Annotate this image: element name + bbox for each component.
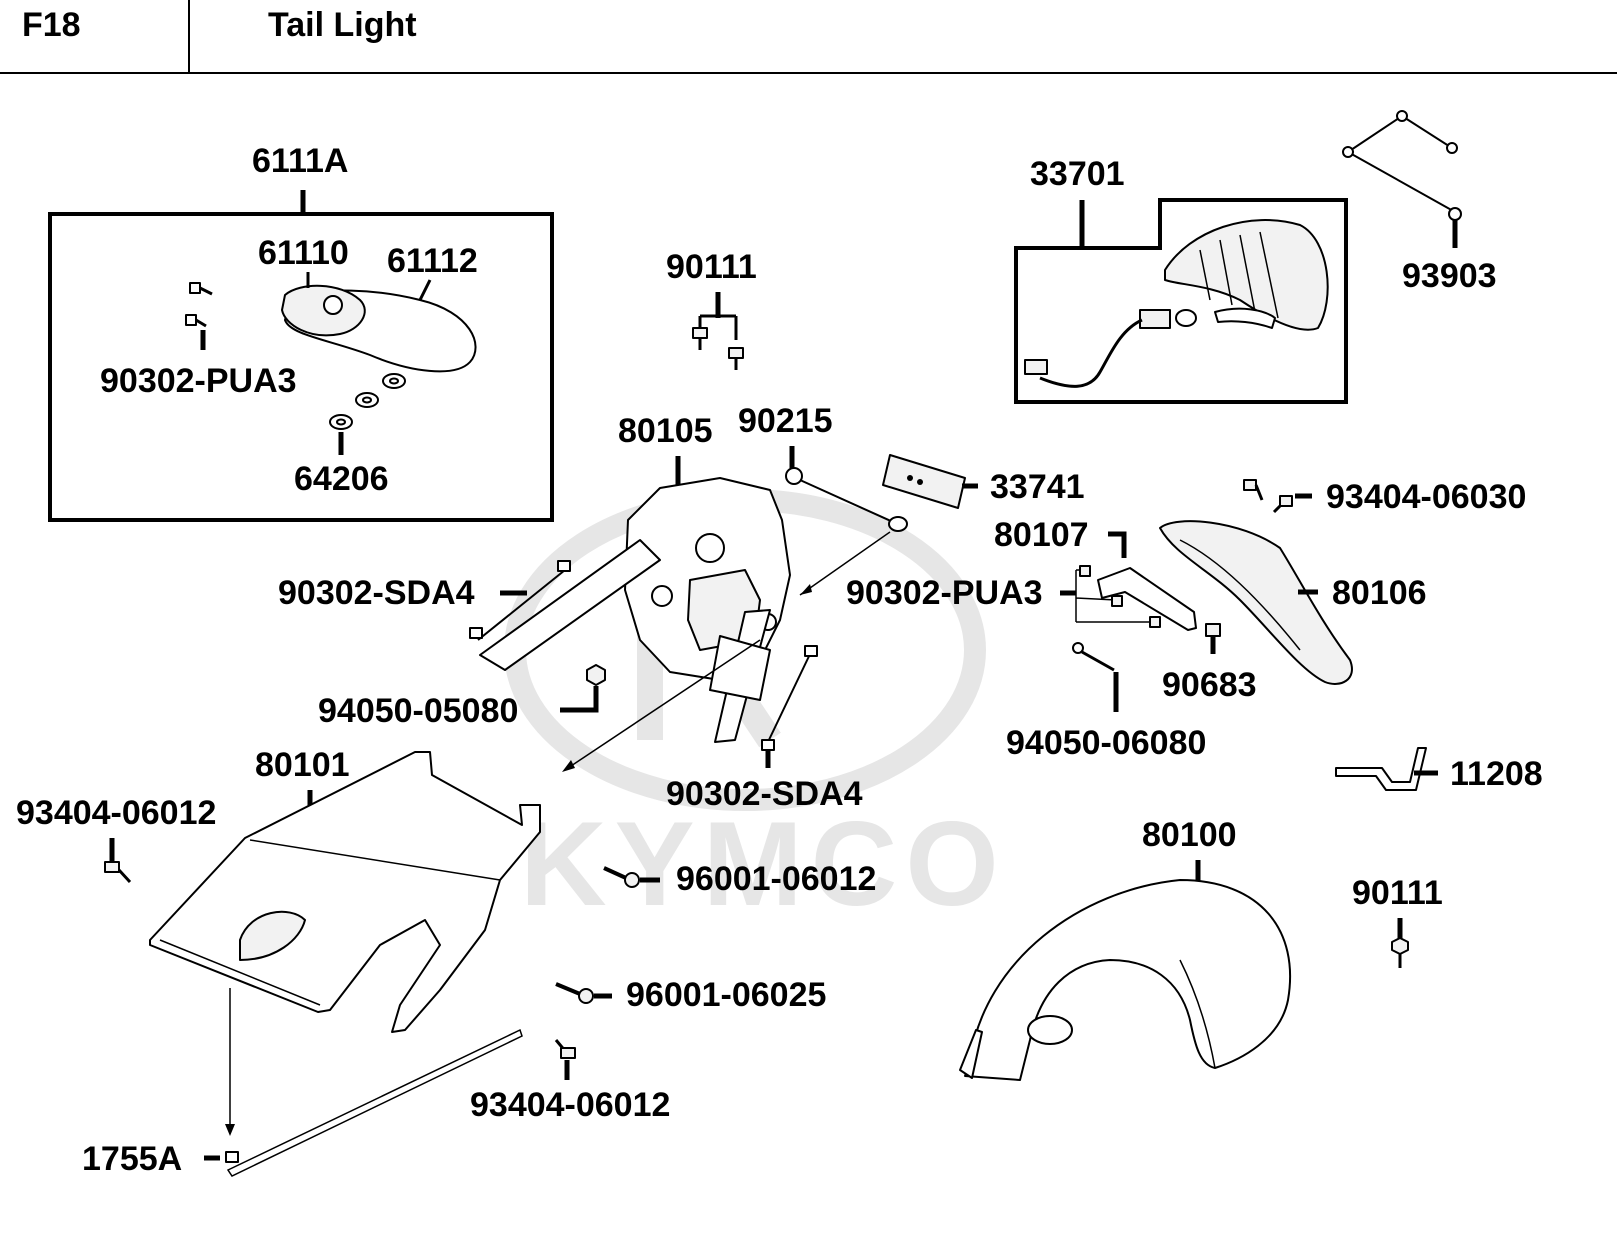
bolt-90111-bottom: 90111 — [1352, 874, 1443, 968]
label-90111-a: 90111 — [666, 248, 757, 286]
screw-icon — [185, 282, 213, 328]
label-1755A: 1755A — [82, 1140, 182, 1178]
label-90683: 90683 — [1162, 666, 1257, 704]
label-33741: 33741 — [990, 468, 1085, 506]
bolt-93404-06030: 93404-06030 — [1243, 478, 1526, 516]
label-96001-06025: 96001-06025 — [626, 976, 826, 1014]
wire-clip-90302-SDA4-right: 90302-SDA4 — [666, 645, 863, 813]
label-90215: 90215 — [738, 402, 833, 440]
bolt-96001-06025: 96001-06025 — [555, 976, 826, 1014]
nut-90683: 90683 — [1162, 623, 1257, 704]
label-11208: 11208 — [1450, 755, 1543, 793]
wire-clip-90302-SDA4-left: 90302-SDA4 — [278, 560, 571, 641]
reflector-33741: 33741 — [882, 454, 1085, 509]
label-6111A: 6111A — [252, 142, 348, 180]
label-80106: 80106 — [1332, 574, 1427, 612]
lens-plate-61110 — [281, 284, 366, 337]
label-80101: 80101 — [255, 746, 350, 784]
bracket-11208: 11208 — [1335, 747, 1543, 793]
label-90302-SDA4-b: 90302-SDA4 — [666, 775, 863, 813]
tail-light-box-6111A: 6111A 61110 61112 90302-PUA3 64206 — [48, 142, 554, 522]
label-90302-PUA3-b: 90302-PUA3 — [846, 574, 1043, 612]
bracket-80105: 80105 — [479, 412, 791, 743]
tail-lamp-assy-box-33701: 33701 — [1014, 155, 1348, 404]
label-80100: 80100 — [1142, 816, 1237, 854]
page-header: F18 Tail Light — [0, 0, 1617, 74]
bolt-90215: 90215 — [738, 402, 908, 596]
watermark-text: KYMCO — [520, 797, 1007, 931]
label-93404-06030: 93404-06030 — [1326, 478, 1526, 516]
section-code: F18 — [22, 6, 81, 44]
washer-icon — [329, 373, 406, 430]
label-80105: 80105 — [618, 412, 713, 450]
nut-94050-05080: 94050-05080 — [318, 664, 606, 730]
inner-fender-80101: 80101 — [149, 746, 541, 1136]
bolt-group-90111-top: 90111 — [666, 248, 757, 370]
lamp-housing — [1164, 219, 1329, 331]
label-96001-06012: 96001-06012 — [676, 860, 876, 898]
label-64206: 64206 — [294, 460, 389, 498]
label-93903: 93903 — [1402, 257, 1497, 295]
label-90302-PUA3-a: 90302-PUA3 — [100, 362, 297, 400]
cover-80106: 80106 — [1159, 520, 1427, 685]
header-divider — [188, 0, 190, 74]
screw-group-90302-PUA3-right: 90302-PUA3 — [846, 565, 1161, 628]
strap-1755A: 1755A — [82, 1028, 523, 1178]
bolt-93404-06012-left: 93404-06012 — [16, 794, 216, 884]
bolt-96001-06012: 96001-06012 — [603, 860, 876, 898]
label-61112: 61112 — [387, 242, 478, 280]
bracket-80107: 80107 — [994, 516, 1197, 631]
wire-tie-93903: 93903 — [1342, 110, 1497, 295]
label-61110: 61110 — [258, 234, 349, 272]
label-90302-SDA4-a: 90302-SDA4 — [278, 574, 475, 612]
label-90111-b: 90111 — [1352, 874, 1443, 912]
label-94050-05080: 94050-05080 — [318, 692, 518, 730]
label-93404-06012-a: 93404-06012 — [16, 794, 216, 832]
bolt-93404-06012-bottom: 93404-06012 — [470, 1039, 670, 1124]
label-94050-06080: 94050-06080 — [1006, 724, 1206, 762]
section-title: Tail Light — [268, 6, 417, 44]
rear-fender-80100: 80100 — [959, 816, 1292, 1081]
bolt-94050-06080: 94050-06080 — [1006, 642, 1206, 762]
label-80107: 80107 — [994, 516, 1089, 554]
label-93404-06012-b: 93404-06012 — [470, 1086, 670, 1124]
label-33701: 33701 — [1030, 155, 1125, 193]
